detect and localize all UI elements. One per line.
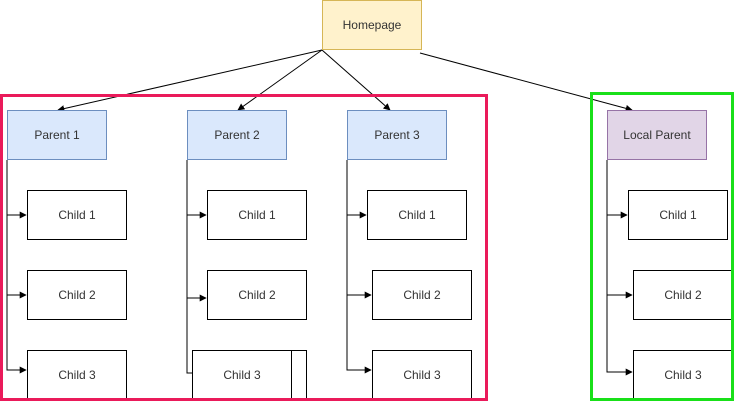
parent-1-child-3-node[interactable]: Child 3 xyxy=(27,350,127,400)
parent-1-child-2-node[interactable]: Child 2 xyxy=(27,270,127,320)
local-parent-child-2-node[interactable]: Child 2 xyxy=(633,270,733,320)
edge-parent-2-child-1 xyxy=(186,160,207,219)
local-parent-node[interactable]: Local Parent xyxy=(607,110,707,160)
parent-3-child-3-node[interactable]: Child 3 xyxy=(372,350,472,400)
parent-1-node[interactable]: Parent 1 xyxy=(7,110,107,160)
edge-parent-2-child-2 xyxy=(186,160,207,302)
local-parent-child-1-node[interactable]: Child 1 xyxy=(628,190,728,240)
parent-2-node[interactable]: Parent 2 xyxy=(187,110,287,160)
edge-root-parent-3 xyxy=(321,49,391,111)
edge-parent-1-child-3 xyxy=(6,160,27,374)
parent-3-child-1-node[interactable]: Child 1 xyxy=(367,190,467,240)
edge-parent-3-child-3 xyxy=(346,160,372,374)
edge-parent-1-child-1 xyxy=(6,160,27,219)
edge-parent-2-child-3 xyxy=(186,160,207,377)
edge-local-parent-child-1 xyxy=(606,160,628,219)
parent-2-child-3-node[interactable]: Child 3 xyxy=(192,350,292,400)
edge-local-parent-child-3 xyxy=(606,160,633,376)
edge-root-parent-2 xyxy=(237,49,323,111)
parent-2-child-1-node[interactable]: Child 1 xyxy=(207,190,307,240)
edge-root-parent-1 xyxy=(57,49,323,113)
edge-root-local-parent xyxy=(419,52,633,112)
parent-2-child-2-node[interactable]: Child 2 xyxy=(207,270,307,320)
parent-3-node[interactable]: Parent 3 xyxy=(347,110,447,160)
parent-3-child-2-node[interactable]: Child 2 xyxy=(372,270,472,320)
edge-parent-1-child-2 xyxy=(6,160,27,299)
homepage-node[interactable]: Homepage xyxy=(322,0,422,50)
local-parent-child-3-node[interactable]: Child 3 xyxy=(633,350,733,400)
parent-1-child-1-node[interactable]: Child 1 xyxy=(27,190,127,240)
edge-parent-3-child-1 xyxy=(346,160,367,219)
